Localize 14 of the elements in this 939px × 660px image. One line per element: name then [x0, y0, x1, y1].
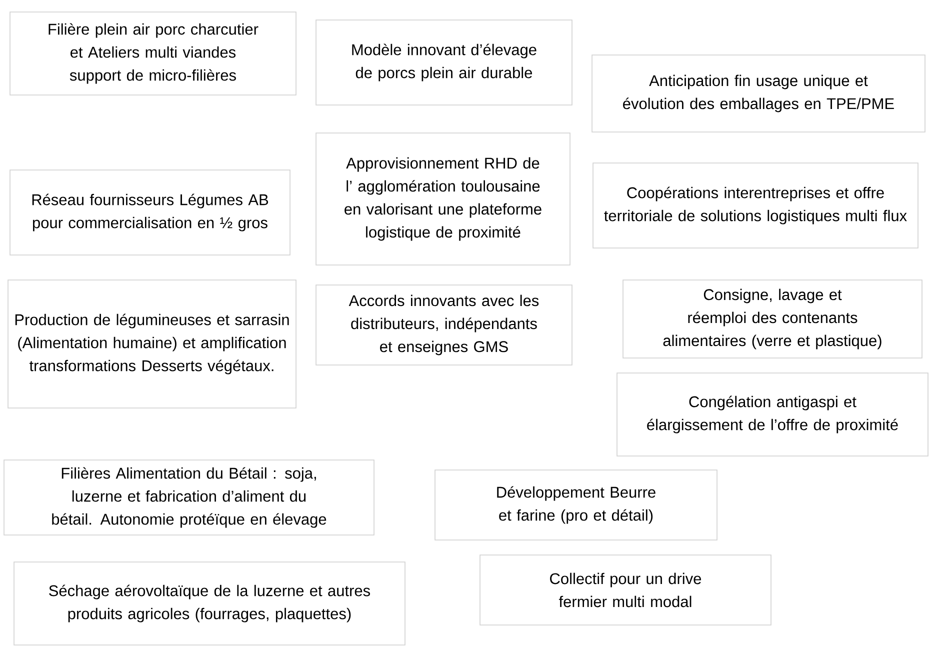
text-box: Congélation antigaspi et élargissement de l’offre de proximité — [616, 372, 928, 456]
text-box: Production de légumineuses et sarrasin (Alimentation humaine) et amplification transformations Desserts végétaux. — [8, 280, 296, 408]
text-box: Consigne, lavage et réemploi des contenants alimentaires (verre et plastique) — [622, 280, 922, 358]
text-box: Filières Alimentation du Bétail : soja, luzerne et fabrication d’aliment du bétail. Autonomie protéïque en élevage — [4, 460, 374, 536]
text-box: Approvisionnement RHD de l’ agglomération toulousaine en valorisant une plateforme logistique de proximité — [316, 132, 570, 266]
text-box: Coopérations interentreprises et offre territoriale de solutions logistiques multi flux — [592, 162, 918, 248]
text-box: Réseau fournisseurs Légumes AB pour commercialisation en ½ gros — [10, 170, 290, 256]
text-box: Accords innovants avec les distributeurs, indépendants et enseignes GMS — [316, 284, 572, 366]
text-box: Développement Beurre et farine (pro et détail) — [434, 470, 718, 540]
text-box: Séchage aérovoltaïque de la luzerne et autres produits agricoles (fourrages, plaquettes) — [14, 562, 406, 646]
text-box: Collectif pour un drive fermier multi modal — [480, 554, 772, 626]
text-box: Anticipation fin usage unique et évolution des emballages en TPE/PME — [592, 54, 926, 132]
text-box: Modèle innovant d’élevage de porcs plein air durable — [316, 20, 572, 106]
text-box: Filière plein air porc charcutier et Ateliers multi viandes support de micro-filières — [10, 12, 296, 96]
